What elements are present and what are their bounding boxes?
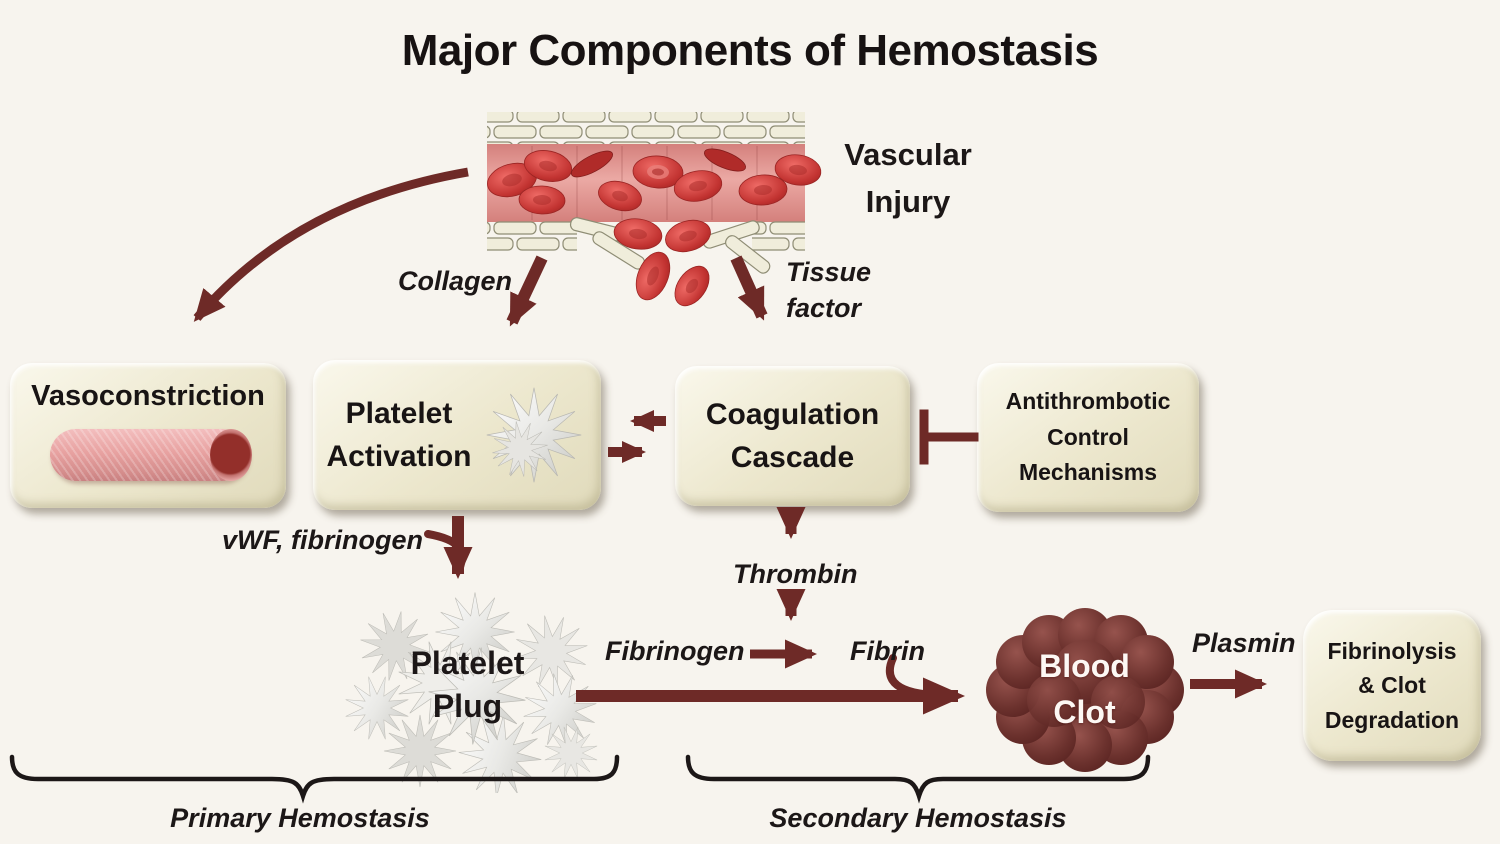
tissue-factor-line2: factor: [786, 293, 862, 324]
fibrinogen-label: Fibrinogen: [605, 636, 744, 667]
thrombin-text: Thrombin: [733, 559, 858, 589]
coagulation-cascade-box: Coagulation Cascade: [675, 366, 910, 506]
vessel-bottom-wall-left: [487, 220, 577, 252]
platelet-activation-line2: Activation: [326, 440, 472, 473]
fibrinolysis-box: Fibrinolysis & Clot Degradation: [1303, 610, 1481, 761]
plasmin-text: Plasmin: [1192, 628, 1296, 658]
primary-hemostasis-text: Primary Hemostasis: [170, 803, 430, 833]
coagulation-line1: Coagulation: [705, 397, 880, 431]
secondary-hemostasis-label: Secondary Hemostasis: [738, 803, 1098, 834]
blood-clot-illustration: [986, 608, 1184, 772]
platelet-plug-line2: Plug: [432, 688, 503, 725]
fibrinolysis-line2: & Clot: [1358, 672, 1426, 699]
fibrin-label: Fibrin: [850, 636, 925, 667]
collagen-text: Collagen: [398, 266, 513, 296]
leaking-red-blood-cells: [613, 218, 711, 307]
platelet-activation-label: Platelet Activation: [326, 392, 471, 479]
vwf-fibrinogen-text: vWF, fibrinogen: [222, 525, 423, 555]
fibrinolysis-label: Fibrinolysis & Clot Degradation: [1325, 634, 1459, 738]
fibrinolysis-line1: Fibrinolysis: [1327, 637, 1457, 664]
collagen-label: Collagen: [398, 266, 512, 297]
blood-clot-line2: Clot: [1053, 694, 1116, 731]
vascular-injury-line2: Injury: [865, 183, 951, 219]
vwf-fibrinogen-label: vWF, fibrinogen: [222, 525, 423, 556]
platelet-activation-box: Platelet Activation: [313, 360, 601, 510]
antithrombotic-line1: Antithrombotic: [1005, 388, 1171, 415]
inhibition-tbar-antithrombotic-to-coagulation: [919, 409, 979, 465]
blood-clot-line1: Blood: [1039, 648, 1130, 684]
vascular-injury-label: Vascular Injury: [818, 132, 998, 225]
red-blood-cells: [487, 148, 822, 215]
plasmin-label: Plasmin: [1192, 628, 1296, 659]
vascular-injury-line1: Vascular: [844, 137, 972, 172]
antithrombotic-control-label: Antithrombotic Control Mechanisms: [1006, 384, 1171, 491]
activated-platelet-icon: [482, 387, 582, 486]
coagulation-line2: Cascade: [730, 441, 855, 474]
antithrombotic-line3: Mechanisms: [1018, 459, 1158, 486]
secondary-hemostasis-text: Secondary Hemostasis: [769, 803, 1067, 833]
blood-clot-label: Blood Clot: [1007, 643, 1162, 736]
vessel-top-wall: [487, 112, 805, 144]
tissue-factor-label: Tissue factor: [786, 254, 906, 327]
vasoconstriction-label: Vasoconstriction: [31, 380, 265, 412]
primary-hemostasis-label: Primary Hemostasis: [120, 803, 480, 834]
coagulation-cascade-label: Coagulation Cascade: [706, 393, 879, 480]
platelet-activation-line1: Platelet: [345, 396, 453, 430]
fibrinogen-text: Fibrinogen: [605, 636, 745, 666]
vessel-tube-opening-icon: [210, 429, 252, 481]
constricted-vessel-tube-icon: [50, 429, 252, 481]
platelet-plug-line1: Platelet: [410, 645, 525, 681]
vasoconstriction-box: Vasoconstriction: [10, 363, 286, 508]
antithrombotic-control-box: Antithrombotic Control Mechanisms: [977, 363, 1199, 512]
tissue-factor-line1: Tissue: [786, 257, 872, 287]
antithrombotic-line2: Control: [1047, 423, 1129, 450]
injured-blood-vessel-illustration: [487, 112, 822, 307]
fibrin-text: Fibrin: [850, 636, 925, 666]
connector-vwf-into-plug-arrow: [424, 530, 466, 574]
platelet-plug-label: Platelet Plug: [375, 642, 560, 728]
fibrinolysis-line3: Degradation: [1324, 706, 1460, 733]
thrombin-label: Thrombin: [733, 559, 857, 590]
page-title-text: Major Components of Hemostasis: [401, 26, 1099, 75]
vessel-bottom-wall-right: [752, 220, 805, 252]
page-title: Major Components of Hemostasis: [0, 26, 1500, 76]
